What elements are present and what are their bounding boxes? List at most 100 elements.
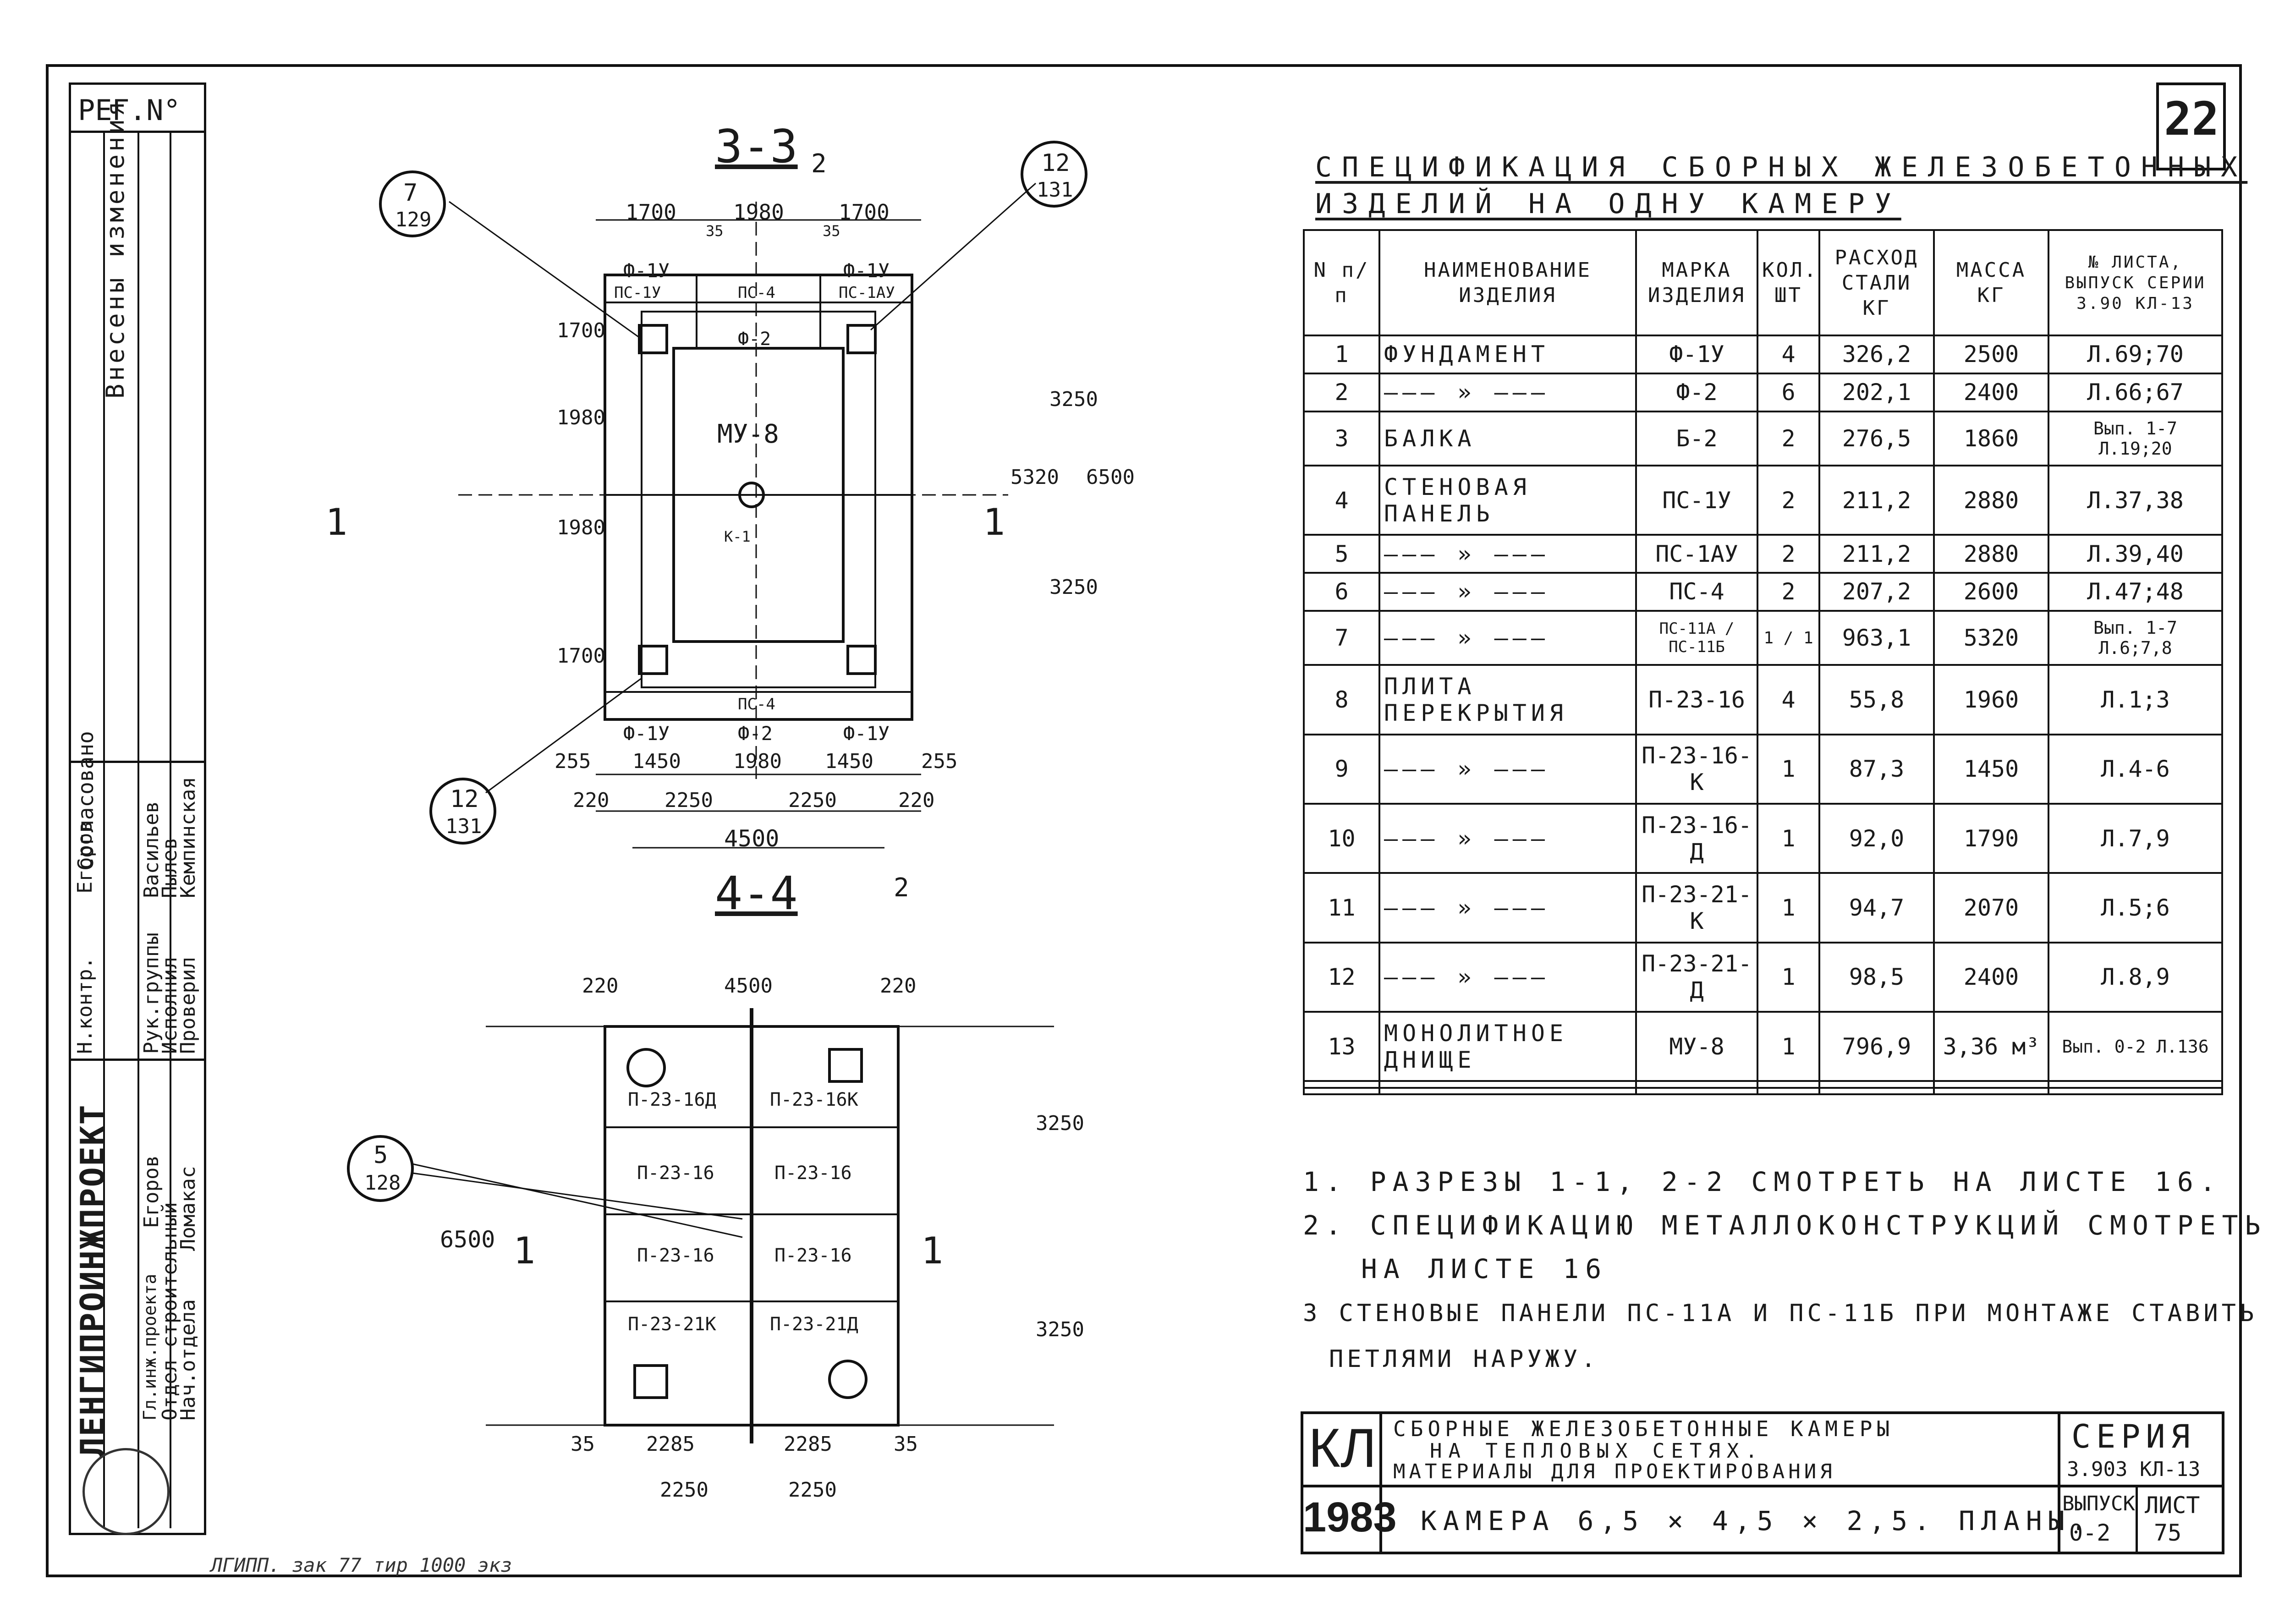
note-3: 3 СТЕНОВЫЕ ПАНЕЛИ ПС-11А И ПС-11Б ПРИ МО… <box>1303 1300 2258 1327</box>
cell-name: ——— » ——— <box>1378 733 1637 805</box>
cell-steel: 55,8 <box>1818 664 1935 735</box>
title-block-vline-1 <box>1379 1411 1382 1553</box>
cell-qty: 1 <box>1757 802 1820 874</box>
dim-44-right-3250b: 3250 <box>1036 1318 1084 1341</box>
cell-n: 6 <box>1303 572 1380 612</box>
series-label: СЕРИЯ <box>2071 1418 2196 1455</box>
cell-sheet: Л.69;70 <box>2048 335 2223 374</box>
cell-name: ——— » ——— <box>1378 872 1637 944</box>
cell-name: ——— » ——— <box>1378 802 1637 874</box>
cell-mark: П-23-16 <box>1635 664 1758 735</box>
left-stamp <box>69 82 206 1535</box>
slab-5: П-23-16 <box>637 1245 714 1266</box>
cell-sheet: Вып. 1-7 Л.19;20 <box>2048 410 2223 466</box>
cell-n: 13 <box>1303 1011 1380 1082</box>
section-44-title: 4-4 <box>715 867 798 920</box>
sheet-number: 22 <box>2164 92 2219 146</box>
title-block-hline <box>1301 1485 2222 1487</box>
dim-33-right-3250b: 3250 <box>1049 576 1098 599</box>
slab-7: П-23-21К <box>628 1314 716 1335</box>
sheet-number-box <box>2156 82 2226 170</box>
cell-sheet: Л.47;48 <box>2048 572 2223 612</box>
dim-44-b1-4: 35 <box>894 1432 918 1456</box>
note-3-cont: ПЕТЛЯМИ НАРУЖУ. <box>1329 1345 1599 1373</box>
title-year: 1983 <box>1303 1494 1397 1541</box>
cell-mark: ПС-1У <box>1635 464 1758 536</box>
cell-sheet: Л.66;67 <box>2048 372 2223 412</box>
panel-33-top-3: ПС-1АУ <box>839 284 895 302</box>
cell-name: ——— » ——— <box>1378 372 1637 412</box>
spec-table: N п/п НАИМЕНОВАНИЕ ИЗДЕЛИЯ МАРКА ИЗДЕЛИЯ… <box>1303 229 2223 1096</box>
cell-n: 7 <box>1303 609 1380 666</box>
reg-divider <box>69 131 204 133</box>
callout-44-sheet: 128 <box>364 1171 401 1195</box>
title-sheet-title: КАМЕРА 6,5 × 4,5 × 2,5. ПЛАНЫ. <box>1421 1505 2093 1536</box>
cell-mass: 2880 <box>1933 534 2049 574</box>
title-code: КЛ <box>1308 1417 1377 1479</box>
issue-value: 0-2 <box>2069 1520 2111 1546</box>
cell-steel: 87,3 <box>1818 733 1935 805</box>
cell-sheet: Л.5;6 <box>2048 872 2223 944</box>
cell-qty: 1 <box>1757 872 1820 944</box>
dim-44-right-3250a: 3250 <box>1036 1112 1084 1135</box>
title-block-vline-2 <box>2058 1411 2060 1553</box>
dim-44-b1-3: 2285 <box>784 1432 832 1456</box>
cell-mark: ПС-1АУ <box>1635 534 1758 574</box>
cell-steel: 211,2 <box>1818 464 1935 536</box>
title-block-vline-3 <box>2136 1485 2138 1553</box>
dim-33-left-2: 1980 <box>557 406 605 429</box>
cell-sheet: Л.39,40 <box>2048 534 2223 574</box>
cell-sheet: Л.4-6 <box>2048 733 2223 805</box>
dim-44-b1-2: 2285 <box>646 1432 695 1456</box>
reg-label: РЕГ.N° <box>78 93 181 127</box>
dim-33-b2-1: 220 <box>573 789 610 812</box>
cell-mass: 2600 <box>1933 572 2049 612</box>
round-stamp <box>82 1448 170 1535</box>
cell-qty: 2 <box>1757 464 1820 536</box>
note-1: 1. РАЗРЕЗЫ 1-1, 2-2 СМОТРЕТЬ НА ЛИСТЕ 16… <box>1303 1166 2222 1197</box>
stamp-col-line-2 <box>137 131 139 1528</box>
cell-mass: 2880 <box>1933 464 2049 536</box>
cell-steel: 796,9 <box>1818 1011 1935 1082</box>
spec-header-sheet: № ЛИСТА, ВЫПУСК СЕРИИ 3.90 КЛ-13 <box>2048 229 2223 336</box>
spec-header-n: N п/п <box>1303 229 1380 336</box>
slab-6: П-23-16 <box>774 1245 852 1266</box>
callout-33-tl-num: 7 <box>403 179 418 207</box>
cell-qty: 2 <box>1757 410 1820 466</box>
dim-33-right-6500: 6500 <box>1086 466 1135 489</box>
cell-name: ——— » ——— <box>1378 534 1637 574</box>
cell-mass: 1450 <box>1933 733 2049 805</box>
cell-sheet: Вып. 1-7 Л.6;7,8 <box>2048 609 2223 666</box>
note-2: 2. СПЕЦИФИКАЦИЮ МЕТАЛЛОКОНСТРУКЦИЙ СМОТР… <box>1303 1210 2267 1241</box>
dim-33-b1-5: 255 <box>921 750 958 773</box>
cell-name: ——— » ——— <box>1378 609 1637 666</box>
cell-sheet: Л.7,9 <box>2048 802 2223 874</box>
list-value: 75 <box>2154 1520 2182 1546</box>
dim-33-top-1: 1700 <box>626 200 676 225</box>
dim-44-top-3: 220 <box>880 974 917 998</box>
dim-33-b1-3: 1980 <box>733 750 782 773</box>
cell-n: 9 <box>1303 733 1380 805</box>
cell-qty: 1 <box>1757 733 1820 805</box>
slab-4: П-23-16 <box>774 1163 852 1184</box>
cell-sheet: Л.1;3 <box>2048 664 2223 735</box>
section-33-right-1: 1 <box>983 501 1005 543</box>
cell-mass: 1860 <box>1933 410 2049 466</box>
cell-n: 4 <box>1303 464 1380 536</box>
panel-33-top-1: ПС-1У <box>614 284 661 302</box>
cell-name: БАЛКА <box>1378 410 1637 466</box>
list-label: ЛИСТ <box>2145 1492 2200 1519</box>
section-33-mark: 2 <box>811 149 827 179</box>
dim-33-b1-1: 255 <box>555 750 591 773</box>
cell-steel: 326,2 <box>1818 335 1935 374</box>
cell-steel: 92,0 <box>1818 802 1935 874</box>
